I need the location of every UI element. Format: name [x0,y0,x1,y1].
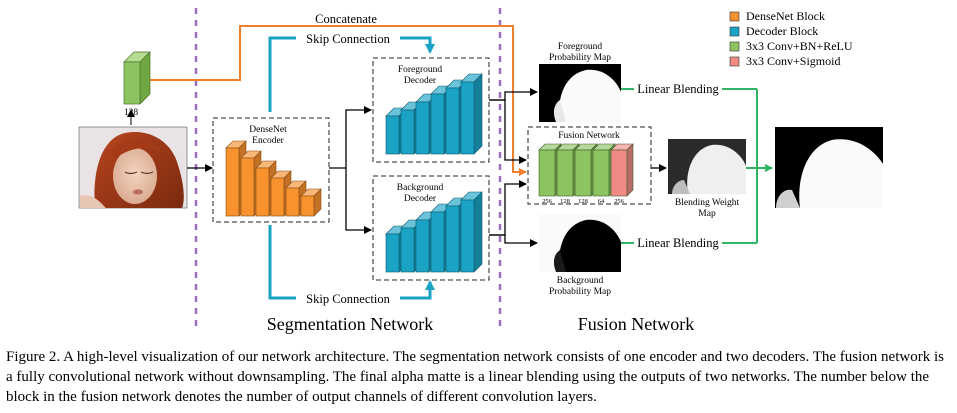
bg-decoder-to-prob [489,234,538,247]
skip-bottom-label-bg [296,291,400,307]
decoder-block [460,73,483,155]
bg-prob-label-1: Background [557,276,604,286]
decoder-block [460,191,483,273]
skip-top-label-bg [296,30,400,46]
legend-swatch [729,11,740,22]
blend-weight-label-1: Blending Weight [675,198,740,208]
input-image [78,126,188,209]
legend-label: Decoder Block [746,24,818,38]
fg-decoder-label-2: Decoder [404,76,437,86]
branch-to-bg-decoder [345,168,372,234]
legend-swatch [729,26,740,37]
densenet-encoder-label-1: DenseNet [249,125,287,135]
blend-weight-label-2: Map [698,209,716,219]
fusion-channel-label: 256 [542,198,553,205]
figure-caption: Figure 2. A high-level visualization of … [6,349,944,405]
legend-label: 3x3 Conv+Sigmoid [746,54,840,68]
fusion-network-box [527,126,652,205]
legend-label: 3x3 Conv+BN+ReLU [746,39,853,53]
fg-prob-label-2: Probability Map [549,53,611,63]
encoder-block [300,188,322,217]
legend-label: DenseNet Block [746,9,825,23]
legend-swatch [729,41,740,52]
linear-blending-top-label: Linear Blending [637,82,719,96]
fusion-blocks: 256 128 128 64 256 [538,143,634,205]
linear-blending-bottom-label: Linear Blending [637,236,719,250]
branch-to-fg-decoder [345,106,372,168]
bg-decoder-box [372,175,490,281]
bg-prob-label-2: Probability Map [549,287,611,297]
blending-weight-map [668,139,746,194]
skip-connection-bottom-label: Skip Connection [306,292,390,306]
fusion-sigmoid-block [610,143,634,197]
legend-item: Decoder Block [729,24,818,38]
legend-swatch [729,56,740,67]
fusion-channel-label: 128 [560,198,570,205]
concatenate-line [150,25,527,176]
bg-decoder-label-1: Background [397,183,444,193]
bg-decoder-to-fusion [489,180,527,236]
fg-decoder-label-1: Foreground [398,65,443,75]
blend-bottom-label-bg [634,236,722,250]
skip-connection-top-line [268,36,435,112]
fg-decoder-blocks [385,73,483,155]
bg-decoder-blocks [385,191,483,273]
fusion-channel-label: 128 [578,198,588,205]
fusion-network-box-label: Fusion Network [558,131,620,141]
densenet-encoder-box [212,117,330,223]
output-alpha-matte [775,127,883,208]
fg-decoder-to-fusion [489,99,527,164]
fg-decoder-box [372,57,490,163]
legend-item: 3x3 Conv+Sigmoid [729,54,840,68]
densenet-encoder-label-2: Encoder [252,136,284,146]
densenet-encoder-blocks [225,140,322,217]
bg-probability-map [539,214,621,272]
segmentation-network-title: Segmentation Network [267,314,433,334]
fg-probability-map [539,64,621,122]
fusion-network-title: Fusion Network [578,314,695,334]
skip-connection-top-label: Skip Connection [306,32,390,46]
bg-decoder-label-2: Decoder [404,194,437,204]
legend-item: DenseNet Block [729,9,825,23]
fg-prob-label-1: Foreground [558,42,603,52]
feature-128-block [123,51,151,105]
concatenate-label: Concatenate [315,12,377,26]
blend-top-label-bg [634,82,722,96]
fusion-channel-label: 256 [614,198,625,205]
legend-item: 3x3 Conv+BN+ReLU [729,39,853,53]
fusion-channel-label: 64 [598,198,605,205]
